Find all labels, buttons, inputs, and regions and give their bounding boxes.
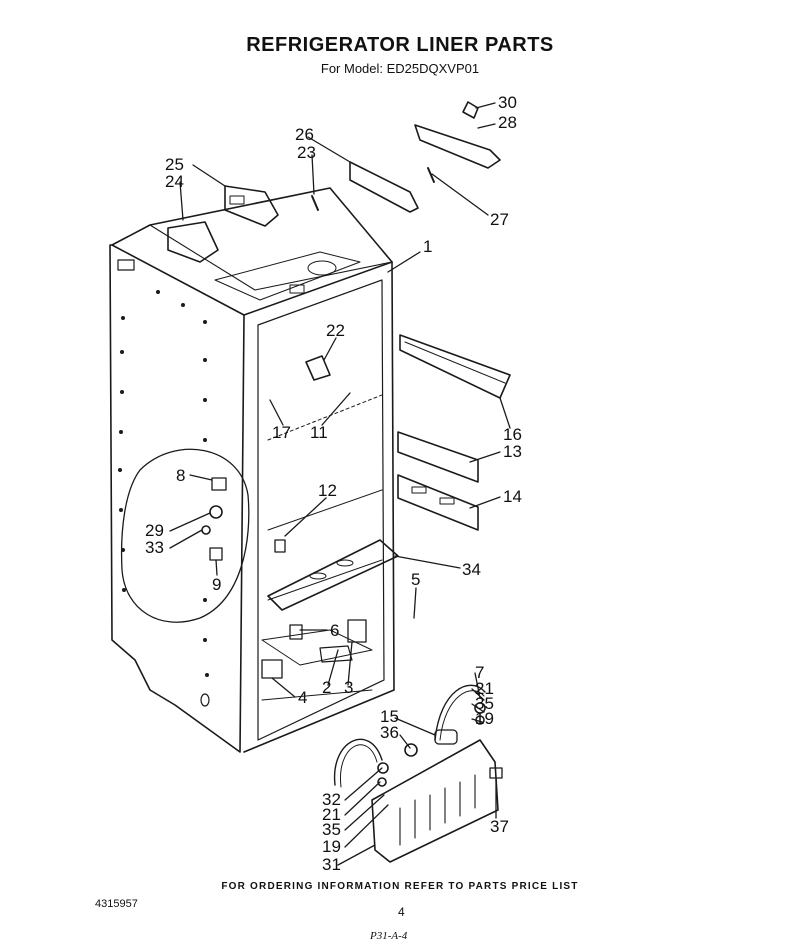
callout-6: 6 bbox=[330, 621, 339, 640]
callout-3: 3 bbox=[344, 678, 353, 697]
callout-14: 14 bbox=[503, 487, 522, 506]
callout-33: 33 bbox=[145, 538, 164, 557]
callout-37: 37 bbox=[490, 817, 509, 836]
callout-28: 28 bbox=[498, 113, 517, 132]
callout-32: 32 bbox=[322, 790, 341, 809]
page-title: REFRIGERATOR LINER PARTS bbox=[246, 34, 554, 56]
liner-cabinet bbox=[109, 187, 395, 753]
callout-9: 9 bbox=[212, 575, 221, 594]
callout-13: 13 bbox=[503, 442, 522, 461]
part-13-rail bbox=[397, 431, 479, 483]
callout-35-upper: 35 bbox=[475, 694, 494, 713]
part-22-bracket bbox=[305, 355, 331, 381]
callout-23: 23 bbox=[297, 143, 316, 162]
callout-16: 16 bbox=[503, 425, 522, 444]
callout-5: 5 bbox=[411, 570, 420, 589]
callout-21-upper: 21 bbox=[475, 679, 494, 698]
callout-4: 4 bbox=[298, 688, 307, 707]
part-25-24-housing bbox=[167, 185, 279, 263]
page-number: 4 bbox=[398, 905, 405, 919]
callout-26: 26 bbox=[295, 125, 314, 144]
callout-2: 2 bbox=[322, 678, 331, 697]
callout-8: 8 bbox=[176, 466, 185, 485]
part-34-crossbar bbox=[267, 539, 399, 611]
callout-1: 1 bbox=[423, 237, 432, 256]
part-detail-components bbox=[201, 477, 286, 561]
part-14-rail bbox=[397, 474, 479, 531]
callout-15: 15 bbox=[380, 707, 399, 726]
callout-11: 11 bbox=[310, 423, 328, 442]
callout-31: 31 bbox=[322, 855, 341, 874]
part-16-shelf-cover bbox=[399, 334, 511, 399]
part-screws-top bbox=[311, 167, 435, 211]
document-number: 4315957 bbox=[95, 898, 138, 910]
callout-17: 17 bbox=[272, 423, 291, 442]
ordering-note: FOR ORDERING INFORMATION REFER TO PARTS … bbox=[221, 881, 579, 892]
part-26-rail bbox=[349, 161, 419, 213]
callout-25: 25 bbox=[165, 155, 184, 174]
callout-7: 7 bbox=[475, 663, 484, 682]
part-bottom-components bbox=[261, 619, 367, 679]
callout-34: 34 bbox=[462, 560, 481, 579]
callout-19-lower: 19 bbox=[322, 837, 341, 856]
callout-36: 36 bbox=[380, 723, 399, 742]
leader-lines bbox=[169, 102, 511, 866]
page-reference: P31-A-4 bbox=[370, 930, 408, 942]
callout-22: 22 bbox=[326, 321, 345, 340]
callout-35-lower: 35 bbox=[322, 820, 341, 839]
model-subtitle: For Model: ED25DQXVP01 bbox=[320, 61, 480, 76]
water-tank-assembly bbox=[333, 684, 503, 863]
callout-labels: 30 28 26 23 25 24 27 1 22 16 17 11 13 8 … bbox=[145, 93, 522, 874]
callout-24: 24 bbox=[165, 172, 184, 191]
callout-19-upper: 19 bbox=[475, 709, 494, 728]
callout-21-lower: 21 bbox=[322, 805, 341, 824]
part-30-28-bracket bbox=[414, 101, 501, 169]
callout-30: 30 bbox=[498, 93, 517, 112]
callout-29: 29 bbox=[145, 521, 164, 540]
callout-12: 12 bbox=[318, 481, 337, 500]
callout-27: 27 bbox=[490, 210, 509, 229]
